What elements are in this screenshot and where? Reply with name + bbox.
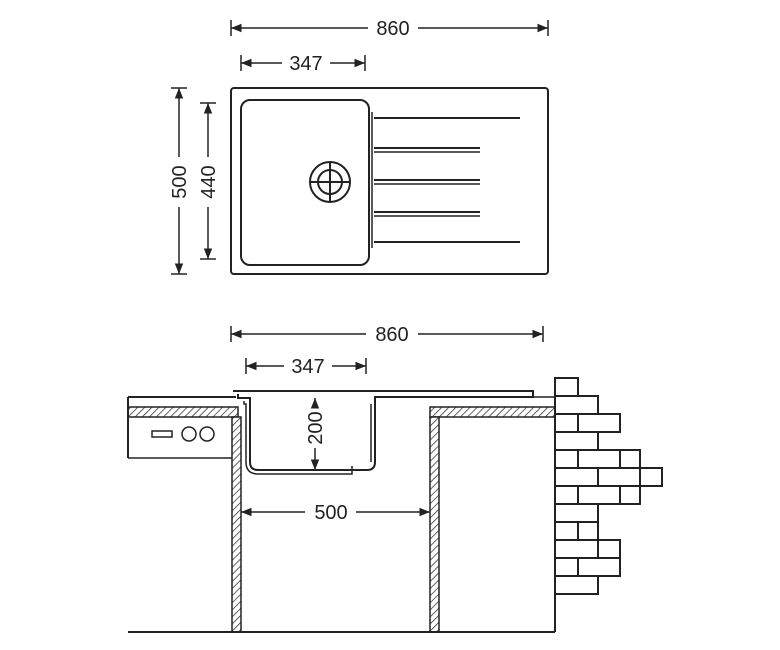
- dimension-label: 440: [198, 165, 220, 198]
- dimension-section-cabinet-width: 500: [241, 502, 430, 524]
- dimension-section-overall-width: 860: [230, 324, 544, 346]
- countertop-right: [375, 396, 556, 418]
- oven-display-icon: [151, 430, 173, 438]
- dimension-section-bowl-width: 347: [245, 356, 367, 378]
- dimension-top-overall-width: 860: [230, 18, 549, 40]
- cabinet-wall-right: [429, 416, 440, 633]
- countertop-left: [127, 396, 239, 458]
- oven-knob-icon: [181, 426, 197, 442]
- bowl-outline: [240, 99, 370, 266]
- dimension-label: 347: [289, 53, 322, 75]
- dimension-label: 347: [291, 356, 324, 378]
- drainboard-grooves: [371, 112, 520, 248]
- oven-panel: [127, 417, 232, 459]
- dimension-top-bowl-width: 347: [240, 53, 366, 75]
- dimension-label: 500: [169, 165, 191, 198]
- cabinet-wall-left: [231, 416, 242, 633]
- dimension-top-bowl-depth: 440: [198, 102, 220, 260]
- dimension-label: 860: [376, 18, 409, 40]
- sink-section-inner: [243, 401, 372, 475]
- sink-outline: [230, 87, 549, 275]
- dimension-top-overall-depth: 500: [169, 87, 191, 275]
- dimension-label: 200: [305, 411, 327, 444]
- brick-wall: [554, 377, 663, 595]
- dimension-label: 860: [375, 324, 408, 346]
- dimension-label: 500: [314, 502, 347, 524]
- dimension-section-bowl-depth: 200: [305, 398, 327, 470]
- oven-knob-icon: [199, 426, 215, 442]
- top-view: 860 347 500 440: [169, 18, 549, 275]
- drain-icon: [309, 161, 351, 203]
- section-view: 860 347: [127, 324, 663, 633]
- sink-section-profile: [233, 390, 534, 471]
